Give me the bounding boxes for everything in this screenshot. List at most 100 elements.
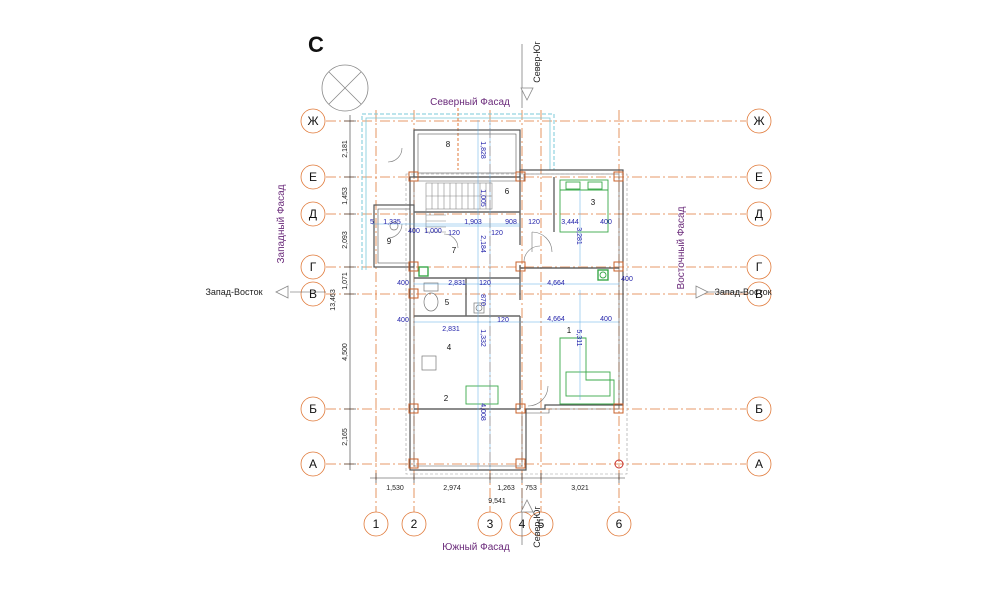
north-porch — [361, 108, 555, 270]
dim-1000: 1,000 — [424, 228, 442, 235]
section-label-left: Запад-Восток — [205, 287, 262, 297]
section-arrow-right-icon — [695, 285, 709, 299]
dim-b-a: 2,165 — [342, 428, 349, 446]
dim-120-3: 120 — [497, 317, 509, 324]
row-axis-bubbles-left — [300, 108, 326, 477]
doors — [387, 147, 553, 407]
axis-label-zh-left: Ж — [307, 114, 318, 128]
section-arrow-top-icon — [520, 87, 534, 101]
dim-120-5: 120 — [491, 230, 503, 237]
dim-zh-e: 2,181 — [342, 140, 349, 158]
section-label-right: Запад-Восток — [714, 287, 771, 297]
dim-c4: 753 — [525, 485, 537, 492]
room-number-5: 5 — [445, 298, 450, 307]
axis-label-b-right: Б — [755, 402, 763, 416]
facade-west: Западный Фасад — [276, 184, 287, 263]
dim-908: 908 — [505, 219, 517, 226]
dim-400-4: 400 — [600, 219, 612, 226]
dim-left-total: 13,463 — [330, 289, 337, 311]
dim-400-1: 400 — [408, 228, 420, 235]
vdim-2184: 2,184 — [479, 235, 486, 253]
dim-1903: 1,903 — [464, 219, 482, 226]
dim-c2: 2,974 — [443, 485, 461, 492]
dim-e-d: 1,453 — [342, 187, 349, 205]
facade-east: Восточный Фасад — [676, 206, 687, 289]
section-arrow-bottom-icon — [520, 499, 534, 513]
dim-c5: 3,021 — [571, 485, 589, 492]
left-dimension-chain — [344, 115, 356, 470]
bottom-dimension-chain — [370, 473, 625, 483]
vdim-4008: 4,008 — [479, 403, 486, 421]
bathroom-fixtures — [389, 221, 485, 371]
furniture — [418, 179, 615, 405]
axis-label-a-right: А — [755, 457, 763, 471]
dim-120-4: 120 — [448, 230, 460, 237]
row-axis-lines — [326, 120, 746, 465]
dim-bottom-total: 9,541 — [488, 498, 506, 505]
north-symbol: С — [308, 32, 324, 57]
axis-label-e-right: Е — [755, 170, 763, 184]
dim-1335: 1,335 — [383, 219, 401, 226]
section-label-top: Север-Юг — [532, 41, 542, 83]
axis-label-d-left: Д — [309, 207, 317, 221]
dim-c3: 1,263 — [497, 485, 515, 492]
facade-south: Южный Фасад — [442, 542, 510, 553]
dim-v-b: 4,500 — [342, 343, 349, 361]
axis-label-b-left: Б — [309, 402, 317, 416]
room-number-7: 7 — [452, 246, 457, 255]
dim-120-1: 120 — [528, 219, 540, 226]
compass-icon — [321, 64, 369, 112]
axis-label-2: 2 — [411, 517, 418, 531]
section-arrow-left-icon — [275, 285, 289, 299]
room-number-4: 4 — [447, 343, 452, 352]
column-marker-a6 — [614, 459, 624, 469]
axis-label-6: 6 — [616, 517, 623, 531]
axis-label-g-right: Г — [756, 260, 763, 274]
room-number-1: 1 — [567, 326, 572, 335]
dim-4664-a: 4,664 — [547, 280, 565, 287]
dim-2831-a: 2,831 — [448, 280, 466, 287]
axis-label-zh-right: Ж — [753, 114, 764, 128]
dim-400-2: 400 — [397, 280, 409, 287]
vdim-1005: 1,005 — [479, 189, 486, 207]
axis-label-v-left: В — [309, 287, 317, 301]
room-number-6: 6 — [505, 187, 510, 196]
vdim-5311: 5,311 — [575, 330, 582, 347]
dim-g-v: 1,071 — [342, 272, 349, 290]
col-axis-bubbles — [363, 511, 632, 537]
axis-label-1: 1 — [373, 517, 380, 531]
vdim-3281: 3,281 — [575, 227, 582, 245]
vdim-1332: 1,332 — [479, 329, 486, 347]
axis-label-v-right: В — [755, 287, 763, 301]
dimension-guides — [372, 120, 619, 470]
room-number-8: 8 — [446, 140, 451, 149]
dim-400-3: 400 — [397, 317, 409, 324]
room-number-2: 2 — [444, 394, 449, 403]
facade-north: Северный Фасад — [430, 97, 510, 108]
vdim-870: 870 — [479, 294, 486, 306]
axis-label-5: 5 — [538, 517, 545, 531]
axis-label-d-right: Д — [755, 207, 763, 221]
dim-400-5: 400 — [600, 316, 612, 323]
axis-label-g-left: Г — [310, 260, 317, 274]
dim-c1: 1,530 — [386, 485, 404, 492]
section-label-bottom: Север-Юг — [532, 506, 542, 548]
dim-5: 5 — [370, 219, 374, 226]
dim-400-6: 400 — [621, 276, 633, 283]
dim-3444: 3,444 — [561, 219, 579, 226]
structural-columns — [408, 171, 624, 469]
dim-2831-b: 2,831 — [442, 326, 460, 333]
axis-label-a-left: А — [309, 457, 317, 471]
dim-4664-b: 4,664 — [547, 316, 565, 323]
axis-label-e-left: Е — [309, 170, 317, 184]
dim-120-2: 120 — [479, 280, 491, 287]
dim-d-g: 2,093 — [342, 231, 349, 249]
room-number-9: 9 — [387, 237, 392, 246]
axis-label-3: 3 — [487, 517, 494, 531]
interior-walls — [414, 177, 619, 410]
vdim-1828: 1,828 — [479, 141, 486, 159]
room-number-3: 3 — [591, 198, 596, 207]
row-axis-bubbles-right — [746, 108, 772, 477]
